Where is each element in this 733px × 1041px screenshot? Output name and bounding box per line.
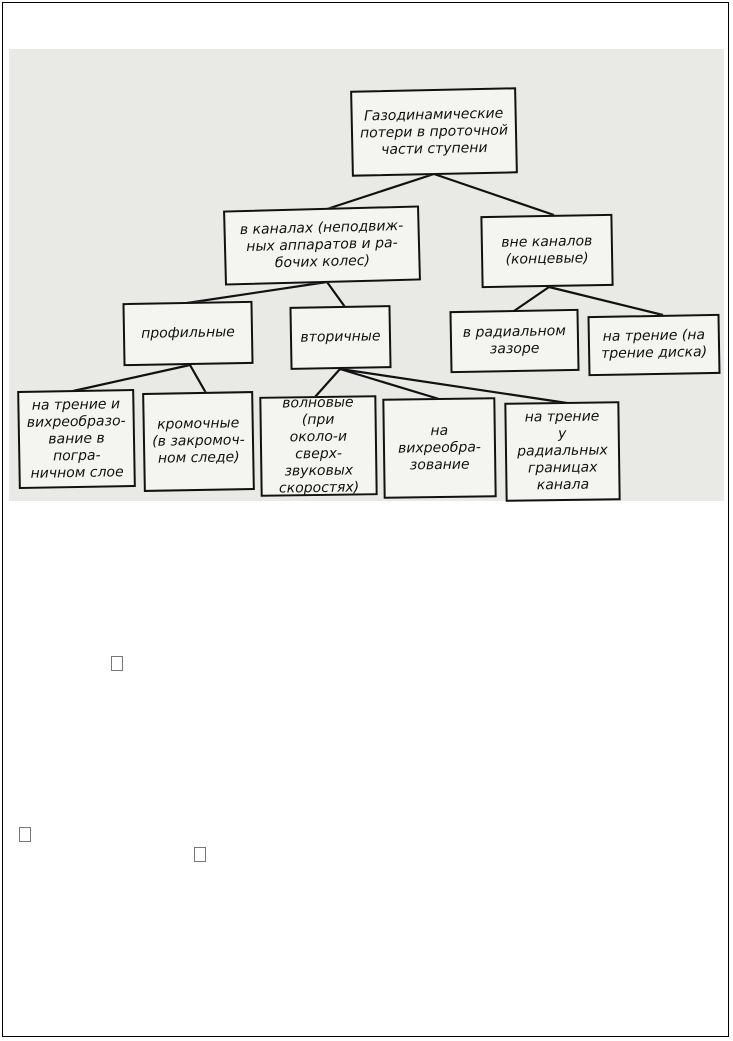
loss-classification-diagram: Газодинамические потери в проточной част… <box>9 49 724 502</box>
edge-profile-edge <box>189 364 207 394</box>
node-profile: профильные <box>122 300 254 367</box>
connector-lines <box>72 172 664 405</box>
node-friction-radial: на трение у радиальных границах канала <box>504 401 621 502</box>
node-secondary: вторичные <box>289 305 392 370</box>
edge-secondary-wave <box>314 368 341 398</box>
edge-in-channels-secondary <box>326 281 346 308</box>
missing-glyph-icon <box>194 847 206 862</box>
missing-glyph-icon <box>111 656 123 671</box>
edge-outside-disk-friction <box>548 285 664 317</box>
node-disk-friction: на трение (на трение диска) <box>587 313 721 377</box>
edge-profile-friction-vortex <box>72 363 191 393</box>
edge-secondary-vortex-formation <box>339 367 440 401</box>
node-root: Газодинамические потери в проточной част… <box>350 87 518 177</box>
node-radial-gap: в радиальном зазоре <box>449 308 580 374</box>
edge-root-in-channels <box>326 172 435 211</box>
node-edge: кромочные (в закромоч- ном следе) <box>142 391 255 492</box>
edge-outside-radial-gap <box>513 286 550 312</box>
edge-root-outside-channels <box>433 172 555 217</box>
edge-in-channels-profile <box>186 280 328 305</box>
node-vortex-formation: на вихреобра- зование <box>382 397 497 499</box>
missing-glyph-icon <box>19 827 31 842</box>
edge-secondary-friction-radial <box>339 367 568 405</box>
node-outside-channels: вне каналов (концевые) <box>480 213 614 289</box>
node-in-channels: в каналах (неподвиж- ных аппаратов и ра-… <box>223 205 421 286</box>
node-friction-vortex: на трение и вихреобразо- вание в погра- … <box>17 388 136 490</box>
node-wave: волновые (при около-и сверх- звуковых ск… <box>259 395 378 497</box>
